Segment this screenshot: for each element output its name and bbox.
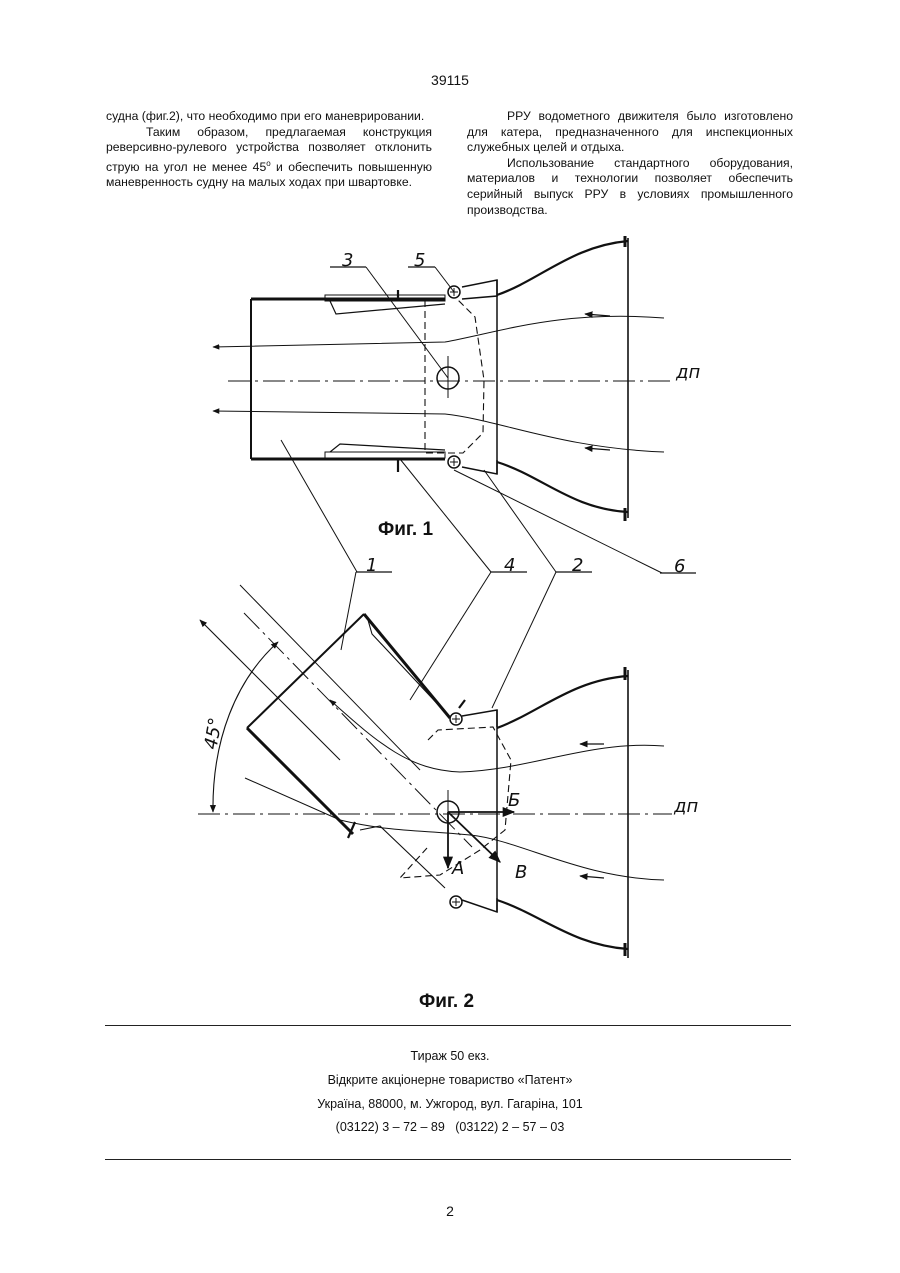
- divider-bottom: [105, 1159, 791, 1160]
- deflector-dashed: [425, 300, 484, 453]
- imprint-line-2: Відкрите акціонерне товариство «Патент»: [0, 1073, 900, 1087]
- label-v: В: [515, 862, 527, 883]
- label-2: 2: [572, 555, 583, 576]
- imprint-line-3: Україна, 88000, м. Ужгород, вул. Гагарін…: [0, 1097, 900, 1111]
- imprint-line-1: Тираж 50 екз.: [0, 1049, 900, 1063]
- label-b: Б: [508, 790, 520, 811]
- bottom-flap: [330, 444, 445, 452]
- intake-bottom-curve: [497, 462, 628, 512]
- label-6: 6: [674, 556, 685, 577]
- divider-top: [105, 1025, 791, 1026]
- label-3: 3: [342, 250, 353, 271]
- label-a: А: [451, 858, 464, 879]
- intake-top-curve: [497, 241, 628, 295]
- figure-2-caption: Фиг. 2: [419, 991, 474, 1013]
- top-flap: [330, 301, 445, 314]
- page-number: 2: [0, 1203, 900, 1219]
- label-1: 1: [366, 555, 377, 576]
- label-4: 4: [504, 555, 515, 576]
- figure-2-drawing: [198, 572, 672, 958]
- imprint-line-4: (03122) 3 – 72 – 89 (03122) 2 – 57 – 03: [0, 1120, 900, 1134]
- label-dp-fig1: дп: [675, 362, 700, 383]
- label-5: 5: [414, 250, 425, 271]
- figure-1-drawing: [213, 236, 696, 573]
- figure-1-caption: Фиг. 1: [378, 519, 433, 541]
- label-angle: 45°: [200, 716, 226, 751]
- label-dp-fig2: дп: [673, 796, 698, 817]
